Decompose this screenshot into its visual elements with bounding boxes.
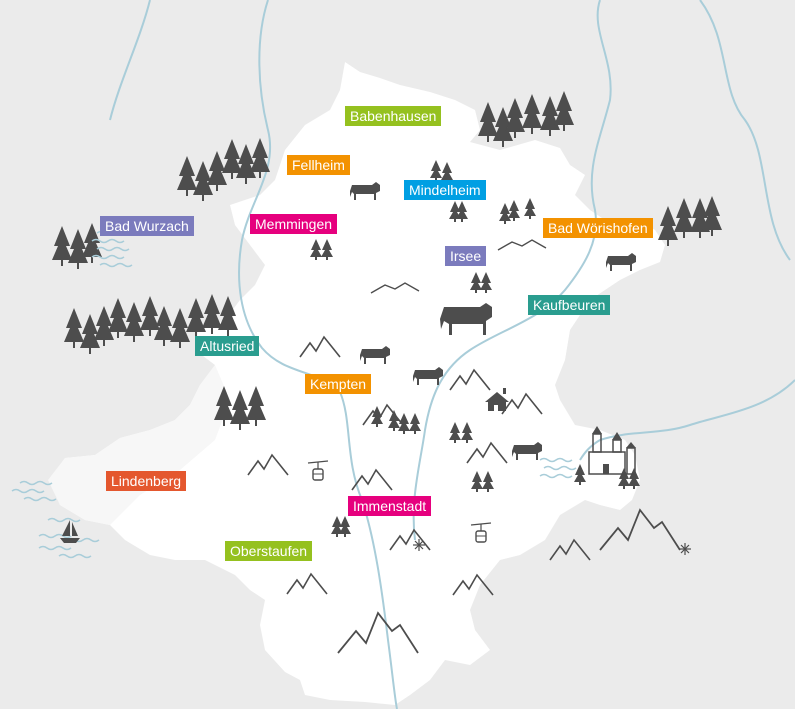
place-label-altusried[interactable]: Altusried — [195, 336, 260, 356]
place-label-irsee[interactable]: Irsee — [445, 246, 487, 266]
place-label-babenhausen[interactable]: Babenhausen — [345, 106, 442, 126]
place-label-kaufbeuren[interactable]: Kaufbeuren — [528, 295, 611, 315]
place-label-memmingen[interactable]: Memmingen — [250, 214, 338, 234]
place-label-bad-woerishofen[interactable]: Bad Wörishofen — [543, 218, 653, 238]
place-label-lindenberg[interactable]: Lindenberg — [106, 471, 187, 491]
place-label-immenstadt[interactable]: Immenstadt — [348, 496, 432, 516]
place-label-fellheim[interactable]: Fellheim — [287, 155, 350, 175]
hut-icon — [485, 388, 509, 411]
place-label-oberstaufen[interactable]: Oberstaufen — [225, 541, 313, 561]
place-label-bad-wurzach[interactable]: Bad Wurzach — [100, 216, 194, 236]
sailboat-icon — [60, 520, 80, 543]
place-label-mindelheim[interactable]: Mindelheim — [404, 180, 486, 200]
castle-icon — [588, 426, 636, 475]
rivers — [109, 0, 795, 709]
lowland-shade — [48, 365, 230, 525]
place-label-kempten[interactable]: Kempten — [305, 374, 372, 394]
